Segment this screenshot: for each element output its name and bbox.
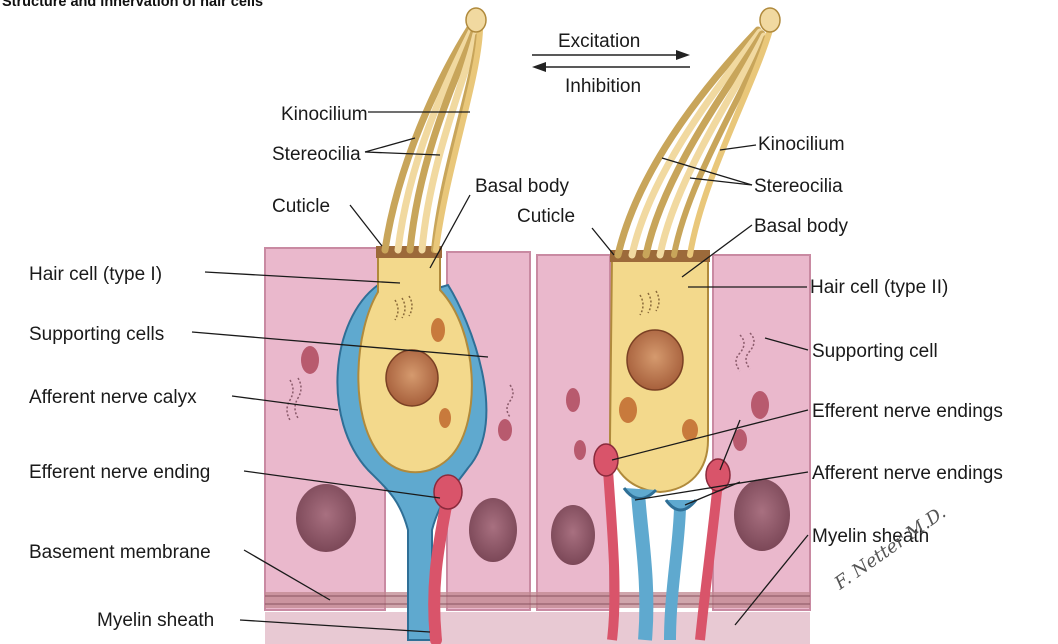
leader-cuticle-2 [592, 228, 614, 255]
label-efferent-ending: Efferent nerve ending [29, 462, 210, 483]
label-cuticle-right: Cuticle [517, 206, 575, 227]
supporting-nucleus-2 [469, 498, 517, 562]
label-basal-body-left: Basal body [475, 176, 570, 197]
lower-band [265, 612, 810, 644]
leader-cuticle-1 [350, 205, 382, 246]
hair-cell-type-2 [594, 250, 730, 640]
supporting-cell-right [713, 255, 810, 610]
label-myelin-left: Myelin sheath [97, 610, 214, 631]
label-supporting-cells: Supporting cells [29, 324, 164, 345]
afferent-cup-2b [666, 500, 696, 510]
hair-cell-2-nucleus [627, 330, 683, 390]
kinocilium-1-tip [466, 8, 486, 32]
supporting-nucleus-4 [734, 479, 790, 551]
label-kinocilium-right: Kinocilium [758, 134, 845, 155]
hair-cell-1-mito-b [439, 408, 451, 428]
hair-cell-2-mito-b [682, 419, 698, 441]
hair-cell-1-mito-a [431, 318, 445, 342]
label-kinocilium-left: Kinocilium [281, 104, 368, 125]
supporting-nucleus-3 [551, 505, 595, 565]
label-efferent-endings: Efferent nerve endings [812, 401, 1003, 422]
excitation-label: Excitation [558, 31, 640, 52]
afferent-fiber-2a [638, 492, 646, 640]
supporting-mito-2 [566, 388, 580, 412]
label-stereocilia-right: Stereocilia [754, 176, 843, 197]
label-hair-cell-type2: Hair cell (type II) [810, 277, 948, 298]
signature-text: F. Netter M.D. [830, 502, 950, 595]
label-afferent-endings: Afferent nerve endings [812, 463, 1003, 484]
label-basement-membrane: Basement membrane [29, 542, 211, 563]
supporting-mito-6 [498, 419, 512, 441]
label-afferent-calyx: Afferent nerve calyx [29, 387, 197, 408]
hair-cell-1-nucleus [386, 350, 438, 406]
basement-membrane-band [265, 592, 810, 608]
kinocilium-2-tip [760, 8, 780, 32]
supporting-mito-4 [751, 391, 769, 419]
direction-arrows: Excitation Inhibition [532, 31, 690, 97]
hair-cell-2-mito-a [619, 397, 637, 423]
supporting-nucleus-1 [296, 484, 356, 552]
label-cuticle-left: Cuticle [272, 196, 330, 217]
basement-membrane-group [265, 592, 810, 644]
supporting-mito-3 [574, 440, 586, 460]
label-hair-cell-type1: Hair cell (type I) [29, 264, 162, 285]
cilia-bundle-1 [385, 8, 486, 250]
excitation-arrowhead [676, 50, 690, 60]
supporting-mito-1 [301, 346, 319, 374]
label-basal-body-right: Basal body [754, 216, 849, 237]
label-stereocilia-left: Stereocilia [272, 144, 361, 165]
artist-signature: F. Netter M.D. [830, 502, 950, 595]
inhibition-label: Inhibition [565, 76, 641, 97]
efferent-bouton-1 [434, 475, 462, 509]
label-supporting-cell: Supporting cell [812, 341, 938, 362]
inhibition-arrowhead [532, 62, 546, 72]
